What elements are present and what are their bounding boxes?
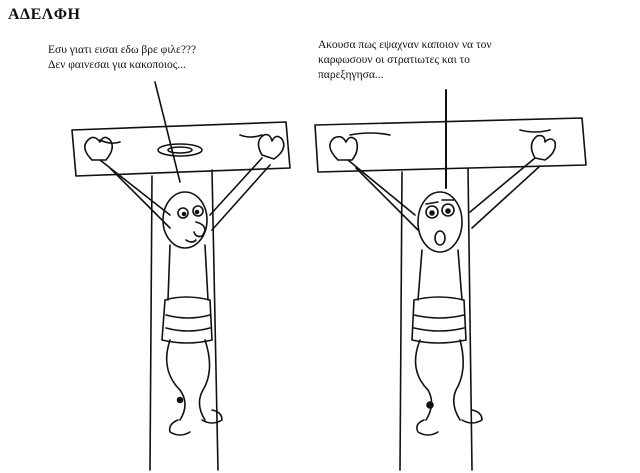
cartoon-title: ΑΔΕΛΦΗ xyxy=(8,6,81,23)
left-figure xyxy=(84,133,285,436)
speech-line: παρεξηγησα... xyxy=(318,69,384,81)
right-figure xyxy=(329,134,557,436)
speech-line: Ακουσα πως εψαχναν καποιον να τον xyxy=(318,39,492,51)
speech-line: Δεν φαινεσαι για κακοποιος... xyxy=(48,59,186,71)
speech-left: Εσυ γιατι εισαι εδω βρε φιλε??? Δεν φαιν… xyxy=(48,43,196,73)
right-cross xyxy=(314,117,587,471)
left-cross xyxy=(71,121,291,471)
speech-line: Εσυ γιατι εισαι εδω βρε φιλε??? xyxy=(48,44,197,56)
speech-pointer-left xyxy=(154,81,181,183)
speech-line: καρφωσουν οι στρατιωτες και το xyxy=(318,54,470,66)
speech-right: Ακουσα πως εψαχναν καποιον να τον καρφωσ… xyxy=(318,38,492,83)
